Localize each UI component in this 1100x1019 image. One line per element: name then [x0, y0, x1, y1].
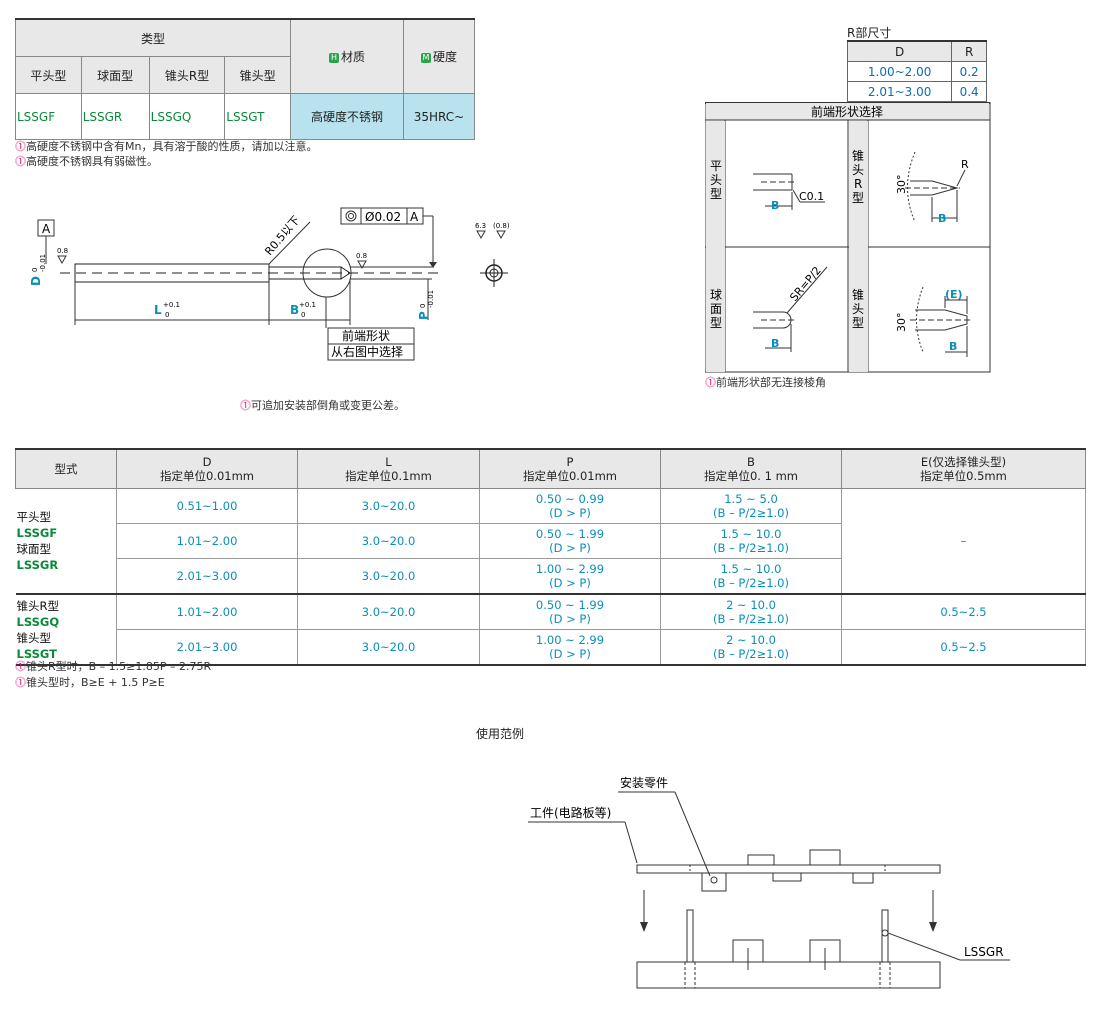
workpiece-label: 工件(电路板等)	[530, 805, 611, 820]
l-label: L	[154, 303, 162, 317]
spec-header-type: 型式	[15, 448, 117, 489]
svg-text:6.3: 6.3	[475, 222, 486, 230]
svg-text:-0.01: -0.01	[39, 254, 47, 272]
code-lssgf[interactable]: LSSGF	[15, 93, 82, 140]
drawing-note: ⓵可追加安装部倒角或变更公差。	[240, 399, 405, 412]
svg-text:(E): (E)	[945, 288, 963, 301]
svg-text:0.8: 0.8	[356, 252, 367, 260]
svg-text:0: 0	[165, 311, 169, 319]
svg-text:0: 0	[301, 311, 305, 319]
p-label: P	[417, 311, 431, 320]
type-flat: 平头型	[15, 56, 82, 94]
mount-part-label: 安装零件	[620, 775, 668, 790]
b-label: B	[290, 303, 299, 317]
label-taper: 锥头型	[852, 288, 864, 330]
type-taper-r: 锥头R型	[148, 56, 226, 94]
r-table-title: R部尺寸	[847, 26, 892, 40]
tip-shapes-title: 前端形状选择	[811, 104, 883, 119]
tip-shape-note: ⓵前端形状部无连接棱角	[705, 376, 826, 389]
warning-icon: ⓵	[240, 399, 251, 412]
pin-drawing: A D 0 -0.01 0.8 R0.5以下 0.8 Ø0.02 A L +0.…	[29, 207, 510, 361]
svg-text:30°: 30°	[895, 313, 908, 333]
warning-icon: ⓵	[15, 155, 26, 168]
note-top-2: ⓵高硬度不锈钢具有弱磁性。	[15, 155, 158, 168]
part-code-label: LSSGR	[964, 945, 1004, 959]
r-dimension-table: D R 1.00~2.00 0.2 2.01~3.00 0.4	[846, 40, 987, 102]
code-lssgr[interactable]: LSSGR	[80, 93, 150, 140]
svg-text:+0.1: +0.1	[299, 301, 316, 309]
svg-text:B: B	[771, 199, 779, 212]
tip-label-2: 从右图中选择	[331, 344, 403, 359]
warning-icon: ⓵	[15, 140, 26, 153]
svg-text:C0.1: C0.1	[799, 190, 824, 203]
svg-text:-0.01: -0.01	[427, 290, 435, 308]
warning-icon: ⓵	[15, 676, 26, 689]
usage-diagram: 安装零件 工件(电路板等) LSSGR	[528, 775, 1010, 989]
svg-text:B: B	[771, 337, 779, 350]
code-lssgt[interactable]: LSSGT	[224, 93, 291, 140]
svg-text:SR=P/2: SR=P/2	[787, 264, 823, 304]
tolerance-value: Ø0.02	[365, 210, 401, 224]
table-row: 平头型 LSSGF 球面型 LSSGR 0.51~1.00 3.0~20.0 0…	[15, 488, 1086, 595]
svg-text:B: B	[949, 340, 957, 353]
tolerance-datum: A	[410, 210, 419, 224]
svg-text:R: R	[961, 158, 969, 171]
material-badge-icon: H	[328, 53, 339, 63]
hardness-badge-icon: M	[420, 53, 431, 63]
table-row: 锥头R型 LSSGQ 锥头型 LSSGT 1.01~2.00 3.0~20.0 …	[15, 593, 1086, 666]
table-row: 2.01~3.00 3.0~20.0 1.00 ~ 2.99(D > P) 2 …	[15, 629, 1086, 666]
label-sphere: 球面型	[710, 288, 722, 330]
warning-icon: ⓵	[705, 376, 716, 389]
note-bottom-2: ⓵锥头型时，B≥E + 1.5 P≥E	[15, 676, 165, 689]
usage-title: 使用范例	[476, 727, 525, 741]
spec-header-e: E(仅选择锥头型)指定单位0.5mm	[841, 448, 1086, 489]
type-sphere: 球面型	[80, 56, 150, 94]
note-bottom-1: ⓵锥头R型时，B – 1.5≥1.85P – 2.75R	[15, 660, 212, 673]
svg-text:0: 0	[31, 268, 39, 272]
svg-text:(0.8): (0.8)	[493, 222, 510, 230]
tip-label-1: 前端形状	[342, 328, 390, 343]
label-flat: 平头型	[710, 159, 722, 201]
svg-text:+0.1: +0.1	[163, 301, 180, 309]
table-row: 1.01~2.00 3.0~20.0 0.50 ~ 1.99(D > P) 1.…	[16, 523, 1086, 559]
warning-icon: ⓵	[15, 660, 26, 673]
svg-text:0: 0	[419, 304, 427, 308]
hardness-value: 35HRC~	[403, 93, 475, 140]
svg-text:0.8: 0.8	[57, 247, 68, 255]
code-lssgq[interactable]: LSSGQ	[148, 93, 226, 140]
svg-text:B: B	[938, 212, 946, 225]
note-top-1: ⓵高硬度不锈钢中含有Mn，具有溶于酸的性质，请加以注意。	[15, 140, 318, 153]
svg-text:30°: 30°	[895, 175, 908, 195]
type-taper: 锥头型	[224, 56, 291, 94]
spec-group-2: 锥头R型 LSSGQ 锥头型 LSSGT	[15, 593, 117, 666]
spec-group-1: 平头型 LSSGF 球面型 LSSGR	[15, 488, 117, 595]
material-value: 高硬度不锈钢	[290, 93, 404, 140]
datum-label: A	[42, 222, 51, 236]
type-header: 类型	[15, 18, 291, 57]
d-label: D	[29, 276, 43, 286]
